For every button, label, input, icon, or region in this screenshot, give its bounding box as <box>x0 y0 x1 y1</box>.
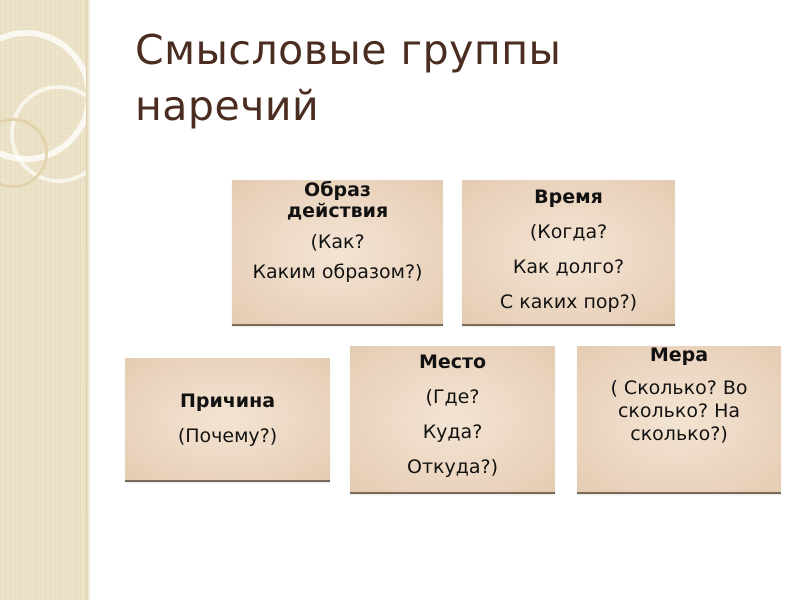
strip-edge-shadow <box>86 0 91 600</box>
group-question-manner-1: (Как? <box>310 231 365 253</box>
group-question-measure-1: ( Сколько? Во сколько? На сколько?) <box>610 377 748 445</box>
group-title-place: Место <box>418 351 487 373</box>
slide-title: Смысловые группы наречий <box>135 22 735 134</box>
group-title-measure: Мера <box>649 344 709 366</box>
group-box-time: Время (Когда? Как долго? С каких пор?) <box>462 180 675 326</box>
group-box-measure: Мера ( Сколько? Во сколько? На сколько?) <box>577 344 781 494</box>
slide-title-line2: наречий <box>135 82 320 130</box>
group-title-manner-line2: действия <box>286 200 389 222</box>
group-title-cause: Причина <box>179 390 276 412</box>
slide-title-line1: Смысловые группы <box>135 26 562 74</box>
group-question-place-3: Откуда?) <box>406 456 499 478</box>
group-box-place: Место (Где? Куда? Откуда?) <box>350 346 555 494</box>
group-question-cause-1: (Почему?) <box>177 425 278 447</box>
decorative-side-strip <box>0 0 86 600</box>
group-title-manner-line1: Образ <box>304 179 371 201</box>
group-title-time: Время <box>534 186 603 208</box>
group-question-time-2: Как долго? <box>512 256 625 278</box>
group-box-manner: Образ действия (Как? Каким образом?) <box>232 180 443 326</box>
group-question-place-1: (Где? <box>425 386 480 408</box>
group-question-time-1: (Когда? <box>529 221 608 243</box>
group-question-manner-2: Каким образом?) <box>252 261 423 283</box>
group-question-time-3: С каких пор?) <box>499 291 638 313</box>
group-question-place-2: Куда? <box>422 421 483 443</box>
group-box-cause: Причина (Почему?) <box>125 358 330 482</box>
